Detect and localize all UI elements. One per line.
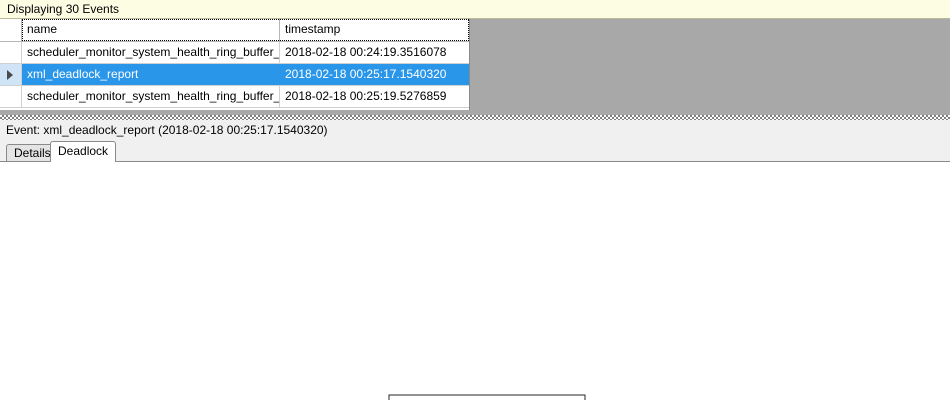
event-title: Event: xml_deadlock_report (2018-02-18 0…	[6, 123, 328, 137]
cell-event-name: xml_deadlock_report	[22, 64, 280, 85]
events-panel: Displaying 30 Events name timestamp sche…	[0, 0, 950, 115]
column-header-timestamp[interactable]: timestamp	[285, 22, 341, 36]
cell-event-timestamp: 2018-02-18 00:25:19.5276859	[285, 89, 447, 103]
deadlock-graph-svg: Request Mode: S Owner Mode: X Owner Mode…	[388, 394, 586, 400]
table-header-row: name timestamp	[0, 19, 469, 42]
tab-details[interactable]: Details	[6, 144, 59, 161]
table-row-selected[interactable]: xml_deadlock_report 2018-02-18 00:25:17.…	[0, 19, 469, 86]
resource-box	[388, 394, 586, 400]
resource-node-keylock-top[interactable]: Key Lock HoBt ID: 72057594214154240 asso…	[388, 394, 586, 400]
events-banner: Displaying 30 Events	[0, 0, 950, 19]
row-selector[interactable]	[0, 42, 22, 63]
cell-event-timestamp: 2018-02-18 00:24:19.3516078	[285, 45, 447, 59]
deadlock-graph-canvas[interactable]: Request Mode: S Owner Mode: X Owner Mode…	[0, 161, 950, 400]
events-grid[interactable]: name timestamp scheduler_monitor_system_…	[0, 19, 470, 110]
cell-event-name: scheduler_monitor_system_health_ring_buf…	[22, 42, 280, 63]
row-selector[interactable]	[0, 86, 22, 107]
tabstrip: Details Deadlock	[0, 140, 950, 162]
current-row-arrow-icon	[7, 70, 13, 80]
tab-deadlock[interactable]: Deadlock	[50, 141, 117, 162]
column-header-name[interactable]: name	[22, 19, 280, 41]
cell-event-timestamp: 2018-02-18 00:25:17.1540320	[285, 67, 447, 81]
table-row[interactable]: scheduler_monitor_system_health_ring_buf…	[0, 86, 469, 108]
cell-event-name: scheduler_monitor_system_health_ring_buf…	[22, 86, 280, 107]
table-row[interactable]: scheduler_monitor_system_health_ring_buf…	[0, 42, 469, 64]
column-header-selector	[0, 19, 22, 41]
panel-splitter[interactable]	[0, 115, 950, 120]
row-selector-current[interactable]	[0, 64, 22, 85]
event-detail-panel: Event: xml_deadlock_report (2018-02-18 0…	[0, 120, 950, 400]
